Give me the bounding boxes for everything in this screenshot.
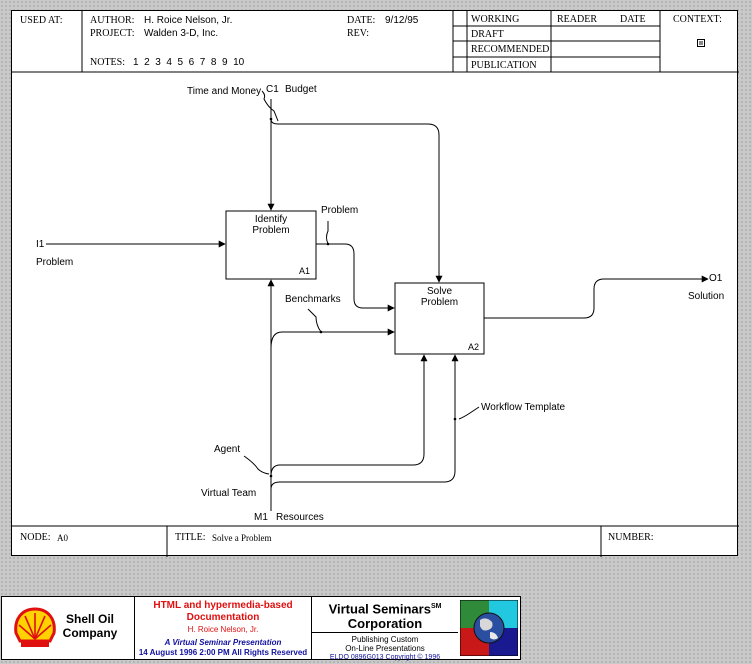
activity-a2-number: A2	[468, 342, 480, 352]
vs-tag-line2: On-Line Presentations	[345, 644, 425, 654]
rev-label: REV:	[347, 28, 370, 39]
date-value: 9/12/95	[385, 15, 419, 26]
vs-name: Virtual Seminars	[328, 601, 431, 617]
mechanism-name: Resources	[276, 512, 324, 523]
mechanism-arrow-a2-left	[270, 354, 428, 477]
status-draft: DRAFT	[471, 29, 504, 40]
activity-a1-number: A1	[299, 266, 311, 276]
project-label: PROJECT:	[90, 28, 135, 39]
vs-copyright: ELDO 0896G013 Copyright © 1996	[329, 654, 441, 662]
control-code: C1	[266, 84, 279, 95]
problem-arrow	[316, 243, 395, 312]
doc-author: H. Roice Nelson, Jr.	[187, 625, 259, 634]
status-recommended: RECOMMENDED	[471, 44, 550, 55]
virtual-seminars-section[interactable]: Virtual SeminarsSM Corporation Publishin…	[312, 597, 458, 662]
node-label: NODE:	[20, 532, 51, 543]
output-arrow	[484, 275, 709, 319]
idef0-diagram	[46, 90, 709, 511]
date-label: DATE:	[347, 15, 376, 26]
notes-label: NOTES:	[90, 57, 125, 68]
activity-a2-title[interactable]: Solve Problem	[395, 286, 484, 308]
output-code: O1	[709, 273, 723, 284]
input-code: I1	[36, 239, 45, 250]
node-value: A0	[57, 533, 68, 543]
vs-sm-mark: SM	[430, 603, 442, 610]
author-label: AUTHOR:	[90, 15, 135, 26]
sponsor-banner: Shell Oil Company HTML and hypermedia-ba…	[1, 596, 521, 662]
company-line2: Company	[62, 626, 118, 640]
number-label: NUMBER:	[608, 532, 654, 543]
idef0-sheet: USED AT: AUTHOR: H. Roice Nelson, Jr. PR…	[11, 10, 739, 557]
activity-a2-title-line1: Solve	[426, 286, 452, 297]
benchmarks-label: Benchmarks	[285, 294, 341, 305]
reader-label: READER	[557, 14, 597, 25]
activity-a1-title[interactable]: Identify Problem	[226, 214, 316, 236]
virtual-team-label: Virtual Team	[201, 488, 257, 499]
control-squiggle	[261, 90, 279, 122]
context-icon[interactable]	[697, 39, 705, 47]
globe-logo-icon[interactable]	[460, 600, 518, 656]
activity-a2-title-line2: Problem	[420, 297, 459, 308]
benchmarks-arrow	[270, 328, 395, 349]
problem-squiggle	[326, 221, 329, 245]
vs-name-line2: Corporation	[312, 616, 458, 634]
company-line1: Shell Oil	[65, 612, 114, 626]
agent-label: Agent	[214, 444, 241, 455]
doc-title-line2: Documentation	[186, 612, 260, 623]
title-label: TITLE:	[175, 532, 206, 543]
status-publication: PUBLICATION	[471, 60, 537, 71]
control-label: Time and Money	[187, 86, 262, 97]
shell-logo-icon	[14, 607, 56, 647]
project-value: Walden 3-D, Inc.	[144, 28, 219, 39]
agent-squiggle	[243, 455, 270, 475]
doc-title-line1: HTML and hypermedia-based	[153, 600, 293, 611]
author-value: H. Roice Nelson, Jr.	[144, 15, 233, 26]
activity-box-a1	[225, 210, 317, 280]
shell-section[interactable]: Shell Oil Company	[2, 597, 135, 659]
documentation-section[interactable]: HTML and hypermedia-based Documentation …	[135, 597, 312, 659]
benchmarks-squiggle	[307, 308, 322, 333]
vs-tag-line1: Publishing Custom	[351, 635, 419, 645]
activity-a1-title-line2: Problem	[252, 225, 290, 236]
mechanism-arrow-a2-right	[270, 354, 459, 490]
activity-a1-title-line1: Identify	[254, 214, 288, 225]
notes-numbers[interactable]: 1 2 3 4 5 6 7 8 9 10	[133, 57, 245, 68]
reader-date-label: DATE	[620, 14, 646, 25]
vs-name-line1: Virtual SeminarsSM	[312, 599, 458, 616]
workflow-squiggle	[458, 406, 480, 420]
output-name: Solution	[688, 291, 725, 302]
control-name: Budget	[285, 84, 317, 95]
input-name: Problem	[36, 257, 74, 268]
presentation-label: A Virtual Seminar Presentation	[164, 638, 282, 647]
control-arrow-a2	[270, 118, 443, 283]
date-line: 14 August 1996 2:00 PM All Rights Reserv…	[138, 648, 308, 657]
used-at-label: USED AT:	[20, 15, 63, 26]
status-working: WORKING	[471, 14, 520, 25]
problem-label: Problem	[321, 205, 359, 216]
mechanism-code: M1	[254, 512, 268, 523]
workflow-label: Workflow Template	[481, 402, 566, 413]
title-value: Solve a Problem	[212, 533, 272, 543]
form-grid	[12, 11, 739, 557]
context-label: CONTEXT:	[673, 14, 722, 25]
